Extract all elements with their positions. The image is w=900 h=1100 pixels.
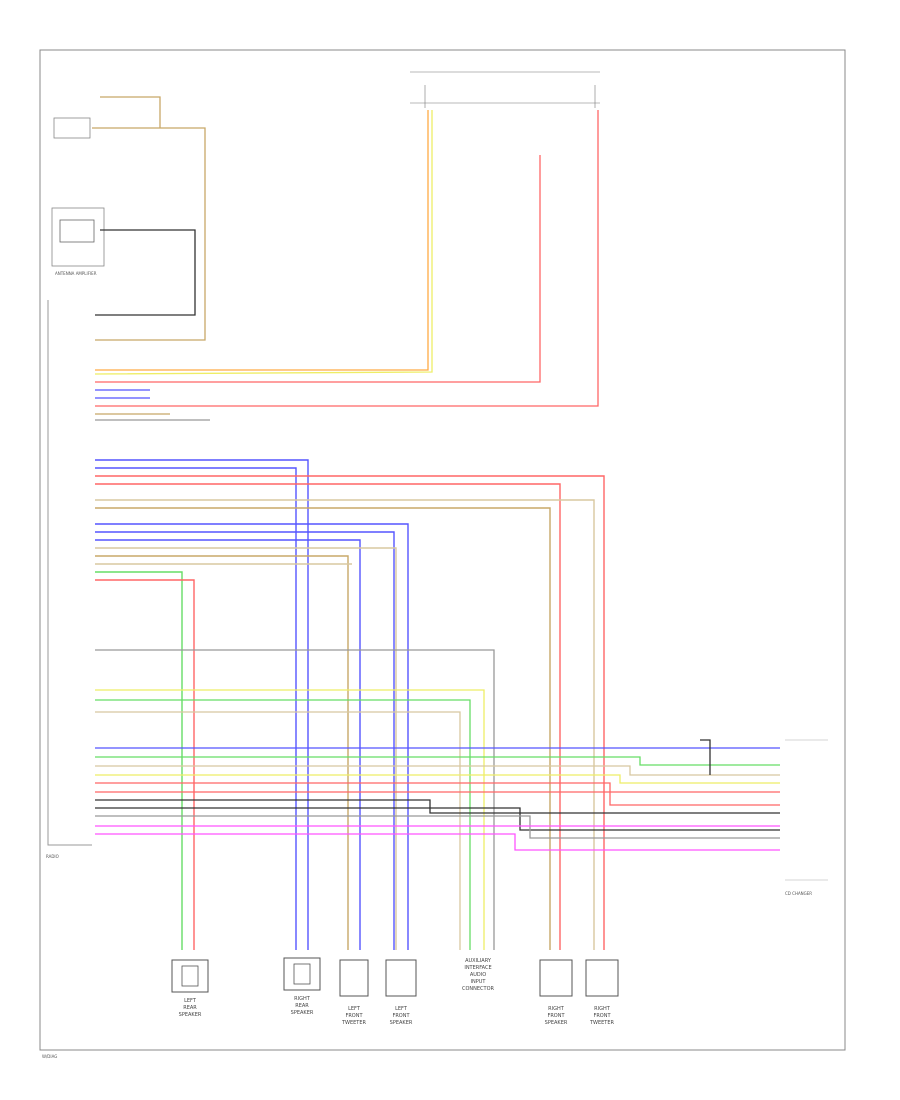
fuse-relay-box: [53, 117, 91, 139]
power-feed-wires: [92, 96, 206, 341]
right-front-speaker: RIGHT FRONT SPEAKER: [539, 959, 573, 1026]
radio-label: RADIO: [46, 854, 59, 859]
aux-connector: AUXILIARY INTERFACE AUDIO INPUT CONNECTO…: [462, 958, 495, 992]
svg-text:AUXILIARY: AUXILIARY: [465, 958, 492, 964]
svg-text:LEFT: LEFT: [395, 1006, 408, 1012]
top-connector-lines: [410, 71, 600, 108]
left-front-tweeter: LEFT FRONT TWEETER: [339, 959, 369, 1026]
right-rear-speaker: RIGHT REAR SPEAKER: [283, 957, 321, 1016]
antenna-amplifier-label: ANTENNA AMPLIFIER: [55, 271, 97, 276]
svg-text:LEFT: LEFT: [184, 998, 197, 1004]
svg-text:AUDIO: AUDIO: [470, 972, 486, 978]
right-front-tweeter: RIGHT FRONT TWEETER: [585, 959, 619, 1026]
svg-text:SPEAKER: SPEAKER: [179, 1012, 202, 1018]
svg-text:SPEAKER: SPEAKER: [390, 1020, 413, 1026]
svg-text:FRONT: FRONT: [345, 1013, 363, 1019]
cd-changer-outline: [785, 739, 828, 881]
radio-outline: [47, 300, 92, 846]
svg-text:FRONT: FRONT: [392, 1013, 410, 1019]
svg-text:FRONT: FRONT: [547, 1013, 565, 1019]
page-reference: W/DIAG: [42, 1054, 57, 1059]
diagram-frame: [39, 49, 846, 1051]
left-rear-speaker: LEFT REAR SPEAKER: [171, 959, 209, 1018]
radio-feed-wires: [94, 110, 599, 421]
left-front-speaker: LEFT FRONT SPEAKER: [385, 959, 417, 1026]
svg-text:SPEAKER: SPEAKER: [545, 1020, 568, 1026]
svg-text:SPEAKER: SPEAKER: [291, 1010, 314, 1016]
svg-text:REAR: REAR: [295, 1003, 309, 1009]
speaker-harness-upper: [95, 459, 605, 950]
svg-text:INTERFACE: INTERFACE: [464, 965, 491, 971]
cd-changer-harness: [95, 649, 780, 950]
svg-text:TWEETER: TWEETER: [589, 1020, 615, 1026]
svg-text:INPUT: INPUT: [471, 979, 487, 985]
svg-text:TWEETER: TWEETER: [341, 1020, 367, 1026]
svg-text:CONNECTOR: CONNECTOR: [462, 986, 495, 992]
svg-text:RIGHT: RIGHT: [294, 996, 311, 1002]
svg-text:LEFT: LEFT: [348, 1006, 361, 1012]
svg-text:RIGHT: RIGHT: [548, 1006, 565, 1012]
cd-changer-label: CD CHANGER: [785, 891, 812, 896]
antenna-amplifier-box: [51, 207, 105, 267]
svg-text:RIGHT: RIGHT: [594, 1006, 611, 1012]
svg-text:REAR: REAR: [183, 1005, 197, 1011]
svg-text:FRONT: FRONT: [593, 1013, 611, 1019]
